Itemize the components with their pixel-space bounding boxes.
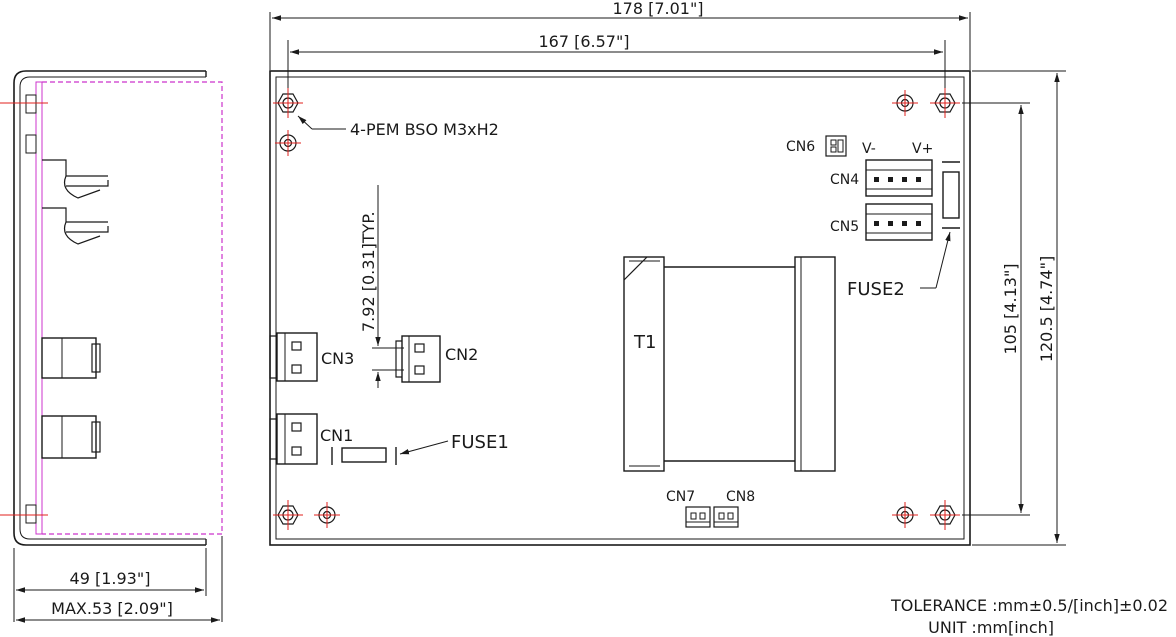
hole-top-left — [273, 88, 303, 118]
connector-cn2: CN2 — [395, 335, 478, 383]
hole-bottom-left — [273, 500, 303, 530]
cn1-label: CN1 — [320, 426, 353, 445]
hole-left-2 — [275, 130, 301, 156]
overall-height-label: 120.5 [4.74"] — [1037, 256, 1056, 362]
connector-cn5: CN5 — [830, 203, 933, 241]
unit-note: UNIT :mm[inch] — [928, 618, 1054, 637]
t1-label: T1 — [633, 332, 656, 353]
transformer-t1: T1 — [623, 256, 836, 472]
side-depth-label: 49 [1.93"] — [70, 569, 151, 588]
connector-cn4: CN4 — [830, 159, 933, 197]
dimension-side-depth: 49 [1.93"] — [13, 536, 223, 622]
fuse1-label: FUSE1 — [451, 432, 509, 453]
dimension-typ-spacing: 7.92 [0.31]TYP. — [359, 185, 404, 388]
connector-cn8: CN8 — [713, 489, 755, 528]
board-outline — [269, 70, 971, 546]
hole-bottom-right — [930, 500, 960, 530]
dimension-mount-width: 167 [6.57"] — [287, 32, 946, 96]
vplus-label: V+ — [912, 141, 933, 157]
connector-cn3: CN3 — [269, 332, 354, 382]
hole-bottom-left-2 — [314, 502, 340, 528]
overall-width-label: 178 [7.01"] — [612, 0, 703, 18]
dimension-mount-height: 105 [4.13"] — [962, 102, 1030, 516]
fuse2: FUSE2 — [847, 161, 960, 300]
connector-cn6: CN6 — [786, 135, 847, 157]
dimension-side-max: MAX.53 [2.09"] — [16, 599, 220, 623]
fuse1: FUSE1 — [331, 432, 509, 465]
pem-callout: 4-PEM BSO M3xH2 — [297, 115, 499, 139]
pem-label: 4-PEM BSO M3xH2 — [350, 120, 499, 139]
connector-cn1: CN1 — [269, 413, 353, 465]
tolerance-note: TOLERANCE :mm±0.5/[inch]±0.02 — [890, 596, 1168, 615]
cn2-label: CN2 — [445, 345, 478, 364]
side-view — [0, 70, 223, 546]
cn5-label: CN5 — [830, 219, 859, 235]
vminus-label: V- — [862, 141, 876, 157]
mount-width-label: 167 [6.57"] — [538, 32, 629, 51]
fuse2-label: FUSE2 — [847, 279, 905, 300]
hole-top-right — [930, 88, 960, 118]
typ-spacing-label: 7.92 [0.31]TYP. — [359, 211, 378, 332]
connector-cn7: CN7 — [666, 489, 711, 528]
cn8-label: CN8 — [726, 489, 755, 505]
hole-top-right-inner — [892, 90, 918, 116]
cn7-label: CN7 — [666, 489, 695, 505]
mounting-holes — [273, 88, 960, 530]
dimension-overall-width: 178 [7.01"] — [269, 0, 971, 70]
cn6-label: CN6 — [786, 139, 815, 155]
cn3-label: CN3 — [321, 349, 354, 368]
dimension-overall-height: 120.5 [4.74"] — [972, 70, 1066, 546]
hole-bottom-right-inner — [892, 502, 918, 528]
mount-height-label: 105 [4.13"] — [1001, 263, 1020, 354]
cn4-label: CN4 — [830, 172, 859, 188]
side-max-label: MAX.53 [2.09"] — [51, 599, 173, 618]
